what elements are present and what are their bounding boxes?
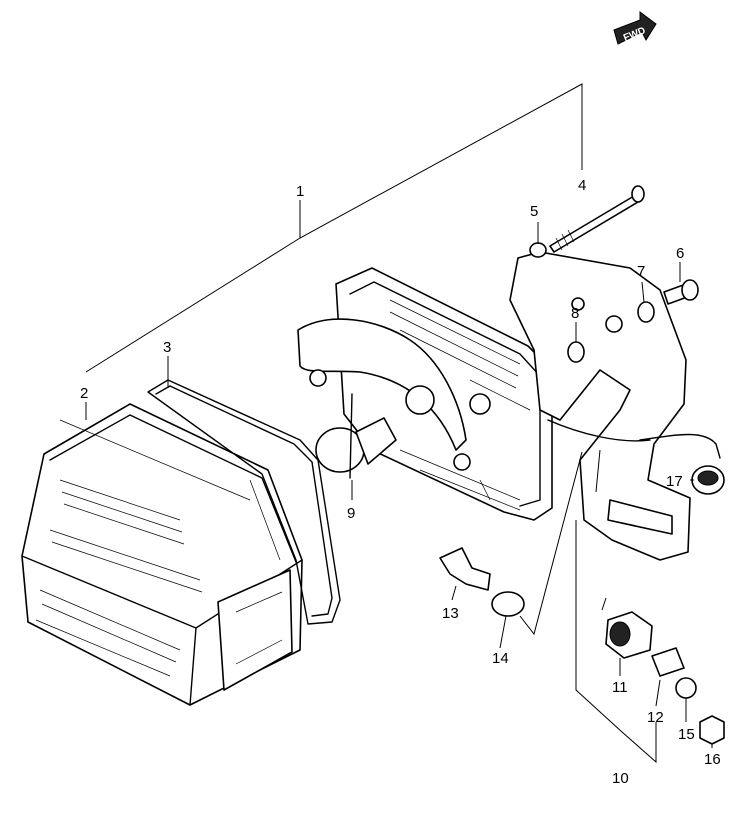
callout-14: 14	[492, 650, 509, 667]
housing-part	[297, 267, 553, 521]
tail-lens-part	[21, 403, 303, 706]
callout-7: 7	[637, 263, 645, 280]
bulb-part	[309, 369, 397, 479]
callout-17: 17	[666, 473, 683, 490]
callout-15: 15	[678, 726, 695, 743]
callout-11: 11	[612, 679, 628, 696]
gasket-part	[147, 379, 341, 625]
callout-10: 10	[612, 770, 629, 787]
callout-2: 2	[80, 385, 88, 402]
callout-3: 3	[163, 339, 171, 356]
callout-9: 9	[347, 505, 355, 522]
spacer-12-part	[651, 647, 685, 677]
bolt-6-part	[663, 279, 699, 305]
washer-15-part	[675, 677, 697, 699]
fwd-arrow-badge: FWD	[613, 11, 657, 45]
leader-14	[519, 451, 583, 636]
callout-13: 13	[442, 605, 459, 622]
callout-8: 8	[571, 305, 579, 322]
cushion-11-part	[605, 611, 653, 659]
washer-5-part	[529, 242, 547, 258]
callout-4: 4	[578, 177, 586, 194]
assembly-bracket-10	[575, 520, 657, 764]
callout-1: 1	[296, 183, 304, 200]
collar-8-part	[567, 341, 585, 363]
bracket-part	[509, 251, 721, 561]
callout-6: 6	[676, 245, 684, 262]
washer-14-part	[491, 591, 525, 617]
callout-5: 5	[530, 203, 538, 220]
nut-16-part	[699, 715, 725, 745]
grommet-17-part	[691, 465, 725, 495]
callout-12: 12	[647, 709, 664, 726]
leader-11-top	[601, 597, 607, 611]
washer-7-part	[637, 301, 655, 323]
assembly-bracket-1	[85, 83, 583, 373]
leader-17b	[595, 449, 601, 493]
callout-16: 16	[704, 751, 721, 768]
bolt-13-part	[439, 547, 491, 591]
long-bolt-part	[549, 185, 645, 253]
leader-lines	[85, 222, 713, 748]
